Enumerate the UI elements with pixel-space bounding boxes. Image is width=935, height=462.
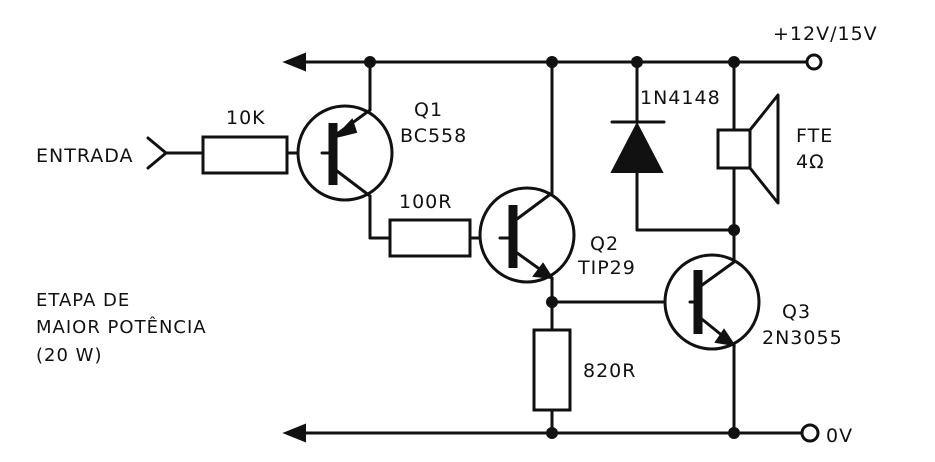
speaker-name-label: FTE [796,125,833,147]
diode-label: 1N4148 [640,87,721,109]
input-label: ENTRADA [36,145,134,167]
q2-part-label: TIP29 [577,257,636,279]
resistor-820r [532,300,692,435]
speaker-impedance-label: 4Ω [796,151,825,173]
resistor-100r-label: 100R [399,191,452,213]
q3-part-label: 2N3055 [762,327,843,349]
transistor-q3 [663,253,761,435]
resistor-10k-label: 10K [226,107,266,129]
title-line-1: ETAPA DE [36,290,130,311]
supply-label: +12V/15V [773,23,878,45]
q1-part-label: BC558 [400,125,467,147]
resistor-820r-label: 820R [583,360,636,382]
title-line-3: (20 W) [36,345,102,366]
transistor-q1 [296,60,394,240]
q3-name-label: Q3 [782,301,811,323]
transistor-q2 [478,60,576,332]
speaker [716,60,780,264]
input-connector [146,136,205,170]
ground-label: 0V [826,425,853,447]
junction-dots [364,56,740,439]
q2-name-label: Q2 [590,233,619,255]
diode-1n4148 [610,60,736,232]
q1-name-label: Q1 [414,99,443,121]
title-line-2: MAIOR POTÊNCIA [36,316,207,338]
